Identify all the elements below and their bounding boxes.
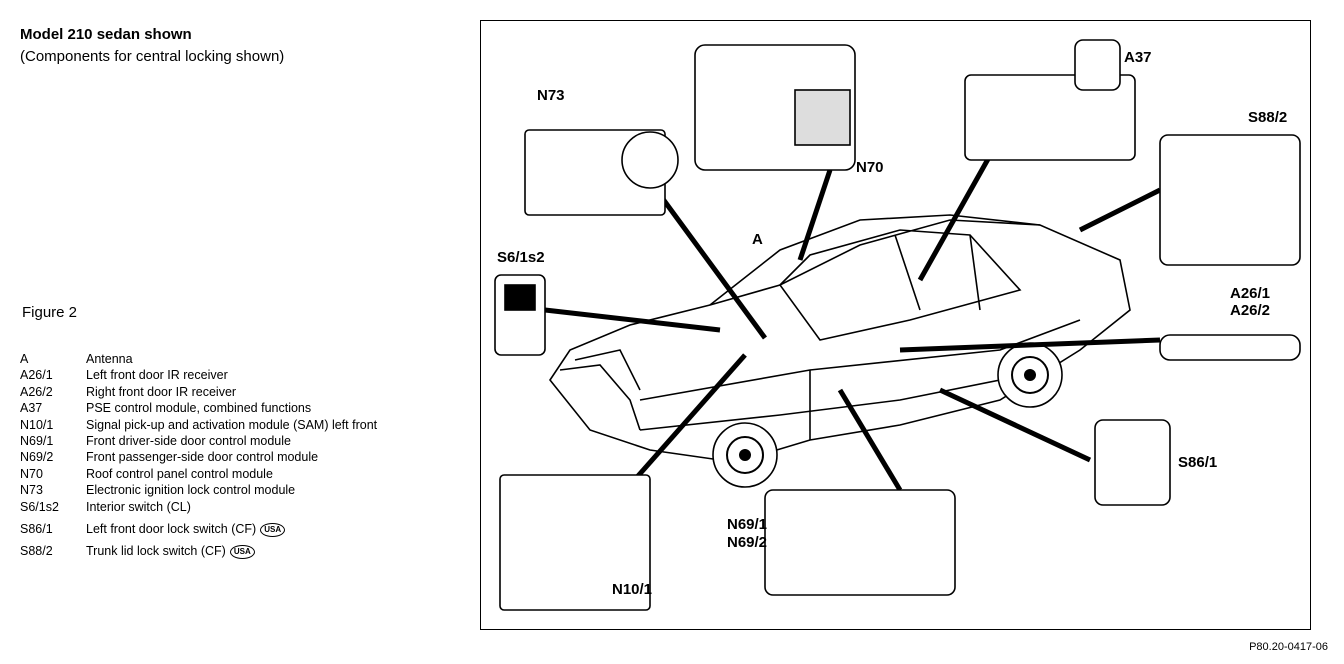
a26-door-handle: [1159, 334, 1301, 361]
callout-n10-1: N10/1: [612, 581, 653, 598]
legend-row: A26/2 Right front door IR receiver: [20, 384, 440, 400]
legend-row: A Antenna: [20, 351, 440, 367]
n69-module: [764, 489, 956, 596]
callout-n73: N73: [537, 87, 565, 104]
component-illustrations: [494, 39, 1301, 611]
legend-code: N70: [20, 466, 43, 481]
legend-desc: Front driver-side door control module: [86, 434, 291, 449]
legend-code: N69/2: [20, 450, 54, 465]
legend-code: A26/2: [20, 384, 53, 399]
legend-desc: PSE control module, combined functions: [86, 401, 312, 416]
car-diagram: [494, 39, 1301, 611]
n10-1-fusebox: [499, 474, 651, 611]
diagram-frame: [480, 20, 1311, 630]
legend-code: S88/2: [20, 544, 53, 559]
legend-row: A26/1 Left front door IR receiver: [20, 367, 440, 383]
page-title: Model 210 sedan shown: [20, 26, 192, 43]
usa-badge-icon: USA: [229, 545, 255, 560]
callout-n70: N70: [856, 159, 884, 176]
legend-row: S88/2 Trunk lid lock switch (CF)USA: [20, 543, 440, 560]
legend-row: N73 Electronic ignition lock control modu…: [20, 482, 440, 498]
callout-n69-1: N69/1: [727, 516, 768, 533]
callout-a26-2: A26/2: [1230, 302, 1271, 319]
legend-row: N69/1 Front driver-side door control modu…: [20, 433, 440, 449]
legend-row: N69/2 Front passenger-side door control m…: [20, 449, 440, 465]
legend-code: N73: [20, 483, 43, 498]
legend-desc: Right front door IR receiver: [86, 384, 237, 399]
legend-code: S86/1: [20, 522, 53, 537]
legend-desc: Left front door IR receiver: [86, 368, 228, 383]
legend-code: S6/1s2: [20, 499, 59, 514]
legend: A Antenna A26/1 Left front door IR receive…: [20, 351, 440, 560]
callout-s86-1: S86/1: [1178, 454, 1218, 471]
legend-desc: Roof control panel control module: [86, 466, 273, 481]
legend-row: A37 PSE control module, combined function…: [20, 400, 440, 416]
callout-a37: A37: [1124, 49, 1152, 66]
a37-module: [964, 74, 1136, 161]
legend-code: A26/1: [20, 368, 53, 383]
legend-row: S6/1s2 Interior switch (CL): [20, 499, 440, 515]
callout-n69-2: N69/2: [727, 534, 768, 551]
legend-code: A37: [20, 401, 43, 416]
s88-2-switch: [1159, 134, 1301, 266]
callout-a: A: [752, 231, 763, 248]
s86-1-switch: [1094, 419, 1171, 506]
usa-badge-icon: USA: [260, 522, 286, 537]
legend-desc-wrap: Left front door lock switch (CF)USA: [86, 521, 440, 537]
legend-code: A: [20, 352, 29, 366]
n73-lock-cylinder: [621, 131, 679, 189]
reference-code: P80.20-0417-06: [1249, 641, 1328, 653]
legend-desc-wrap: Trunk lid lock switch (CF)USA: [86, 543, 440, 560]
legend-desc: Trunk lid lock switch (CF): [86, 544, 226, 559]
legend-desc: Left front door lock switch (CF): [86, 522, 257, 537]
page-subtitle: (Components for central locking shown): [20, 48, 285, 65]
callout-leader-lines: [544, 118, 1162, 492]
legend-row: N70 Roof control panel control module: [20, 466, 440, 482]
legend-row: S86/1 Left front door lock switch (CF)USA: [20, 521, 440, 537]
callout-s6-1s2: S6/1s2: [497, 249, 545, 266]
legend-desc: Interior switch (CL): [86, 499, 191, 514]
car-body-outline: [549, 214, 1131, 461]
legend-code: N10/1: [20, 417, 54, 432]
legend-desc: Electronic ignition lock control module: [86, 483, 296, 498]
figure-label: Figure 2: [22, 304, 78, 321]
legend-desc: Front passenger-side door control module: [86, 450, 319, 465]
callout-s88-2: S88/2: [1248, 109, 1288, 126]
wheels: [712, 342, 1063, 488]
legend-code: N69/1: [20, 434, 54, 449]
legend-row: N10/1 Signal pick-up and activation modul…: [20, 417, 440, 433]
legend-desc: Antenna: [86, 352, 133, 366]
legend-desc: Signal pick-up and activation module (SA…: [86, 417, 378, 432]
callout-a26-1: A26/1: [1230, 285, 1271, 302]
